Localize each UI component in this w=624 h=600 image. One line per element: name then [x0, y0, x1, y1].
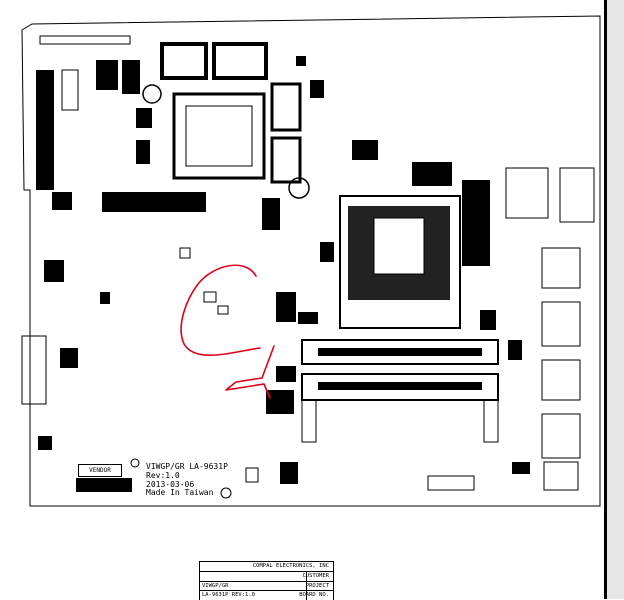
page-edge	[604, 0, 607, 599]
small-part	[203, 291, 217, 303]
board-model: VIWGP/GR LA-9631P	[146, 462, 228, 471]
small-part	[512, 462, 530, 474]
board-origin: Made In Taiwan	[146, 488, 214, 497]
cap-stack	[352, 140, 378, 160]
board-silkscreen-drawing	[21, 15, 601, 507]
red-annotation-arrow	[225, 345, 275, 399]
battery-holder	[44, 260, 64, 282]
connector-bottom	[76, 478, 132, 492]
sodimm-latch	[301, 399, 317, 443]
mount-hole	[288, 177, 310, 199]
side-connector	[541, 301, 581, 347]
ic-top-2	[212, 42, 268, 80]
recycle-mark	[220, 487, 232, 499]
small-part	[52, 192, 72, 210]
small-part	[280, 462, 298, 484]
side-connector	[541, 413, 581, 459]
pch-chip-die	[373, 217, 425, 275]
customer-label: CUSTOMER	[302, 573, 330, 579]
connector-top	[296, 56, 306, 66]
small-part	[100, 292, 110, 304]
top-ic	[122, 60, 140, 94]
small-part	[298, 312, 318, 324]
connector-right	[559, 167, 595, 223]
company-name: COMPAL ELECTRONICS, INC	[252, 563, 329, 569]
title-block-divider	[306, 582, 307, 591]
cap-stack	[412, 162, 452, 186]
mount-hole	[142, 84, 162, 104]
side-connector	[543, 461, 579, 491]
title-block-row: CUSTOMER	[199, 571, 334, 581]
title-block-row: COMPAL ELECTRONICS, INC	[199, 561, 334, 571]
project-label: PROJECT	[305, 583, 329, 589]
board-revision: Rev:1.0	[146, 471, 180, 480]
cap-group	[136, 108, 152, 128]
cpu-socket	[172, 92, 266, 180]
top-ic	[96, 60, 118, 90]
cap-stack	[462, 180, 490, 266]
viewer-margin	[607, 0, 624, 599]
title-block-divider	[306, 572, 307, 581]
title-block-row: LA-9631P REV:1.0 BOARD NO.	[199, 590, 334, 600]
cpu-socket-inner	[185, 105, 253, 167]
sodimm-slot	[301, 373, 499, 401]
cap-group	[136, 140, 150, 164]
top-left-header	[39, 35, 131, 45]
small-part	[245, 467, 259, 483]
small-part	[217, 305, 229, 315]
side-connector	[541, 359, 581, 401]
board-no-label: BOARD NO.	[299, 592, 329, 598]
project-value: VIWGP/GR	[202, 583, 229, 589]
small-part	[276, 366, 296, 382]
vendor-label: VENDOR	[78, 464, 122, 477]
sodimm-slot-inner	[318, 382, 482, 390]
sodimm-slot	[301, 339, 499, 365]
small-part	[276, 292, 296, 322]
small-part	[266, 390, 294, 414]
title-block-row: VIWGP/GR PROJECT	[199, 581, 334, 591]
mount-hole	[130, 458, 140, 468]
ic-right-1	[270, 82, 302, 132]
red-annotation-loop	[180, 264, 261, 356]
small-part	[262, 198, 280, 230]
ic-top-1	[160, 42, 208, 80]
small-part	[480, 310, 496, 330]
long-header	[102, 192, 206, 212]
small-part	[38, 436, 52, 450]
connector-right	[505, 167, 549, 219]
side-connector	[541, 247, 581, 289]
sodimm-latch	[483, 399, 499, 443]
pch-chip	[339, 195, 461, 329]
left-connector-inner	[61, 69, 79, 111]
connector-top	[310, 80, 324, 98]
small-part	[179, 247, 191, 259]
left-connector	[36, 70, 54, 190]
left-connector-low	[21, 335, 47, 405]
small-part	[60, 348, 78, 368]
ic-right-2	[270, 136, 302, 184]
board-date: 2013-03-06	[146, 480, 195, 489]
small-part	[508, 340, 522, 360]
sodimm-slot-inner	[318, 348, 482, 356]
board-outline	[21, 15, 601, 507]
connector-bottom	[427, 475, 475, 491]
small-part	[320, 242, 334, 262]
title-block-divider	[306, 591, 307, 600]
board-no-value: LA-9631P REV:1.0	[202, 592, 255, 598]
